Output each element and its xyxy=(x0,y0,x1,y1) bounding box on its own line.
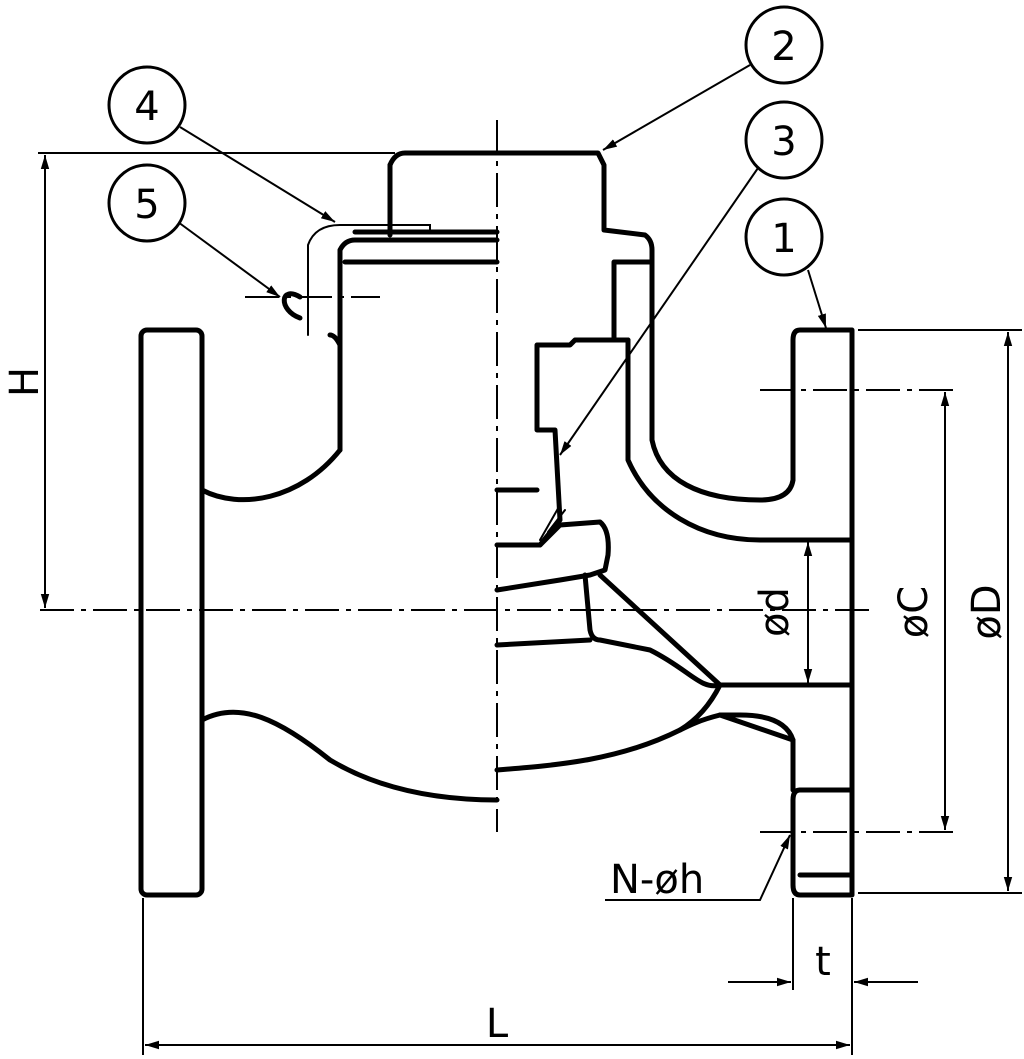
leader-5 xyxy=(177,221,281,298)
leader-1 xyxy=(807,269,827,329)
svg-text:4: 4 xyxy=(134,84,159,130)
left-flange xyxy=(138,327,205,898)
body-right-bore xyxy=(625,337,855,543)
side-plug xyxy=(281,291,303,321)
t-label: t xyxy=(815,939,831,985)
body-right-inner-neck xyxy=(611,259,653,343)
holes-leader xyxy=(605,834,791,901)
callout-2: 2 xyxy=(744,5,824,85)
callout-5: 5 xyxy=(107,163,187,243)
disc xyxy=(494,519,611,593)
h-label: H xyxy=(2,367,48,397)
leader-4 xyxy=(179,126,336,223)
c-label: øC xyxy=(891,586,937,638)
right-lower-body xyxy=(717,712,796,793)
body-left-outline xyxy=(199,332,500,803)
disc-seat xyxy=(494,337,631,548)
callout-4: 4 xyxy=(107,65,187,145)
right-flange xyxy=(790,327,855,898)
lower-bore-contour xyxy=(494,637,796,743)
leader-2 xyxy=(602,64,751,151)
l-label: L xyxy=(486,1001,509,1047)
internal-wall xyxy=(494,572,723,773)
hinge-bracket xyxy=(307,224,431,336)
disc-arm xyxy=(539,504,566,541)
svg-text:5: 5 xyxy=(134,182,159,228)
leader-3 xyxy=(559,167,759,456)
svg-text:2: 2 xyxy=(771,24,796,70)
bonnet xyxy=(387,150,796,503)
svg-text:1: 1 xyxy=(771,216,796,262)
callout-1: 1 xyxy=(744,197,824,277)
od-label: øD xyxy=(964,584,1010,639)
body-left-neck xyxy=(337,237,500,453)
d-label: ød xyxy=(752,587,798,637)
seat-ring xyxy=(582,572,855,689)
holes-label: N-øh xyxy=(610,857,704,903)
svg-text:3: 3 xyxy=(771,119,796,165)
callout-3: 3 xyxy=(744,100,824,180)
